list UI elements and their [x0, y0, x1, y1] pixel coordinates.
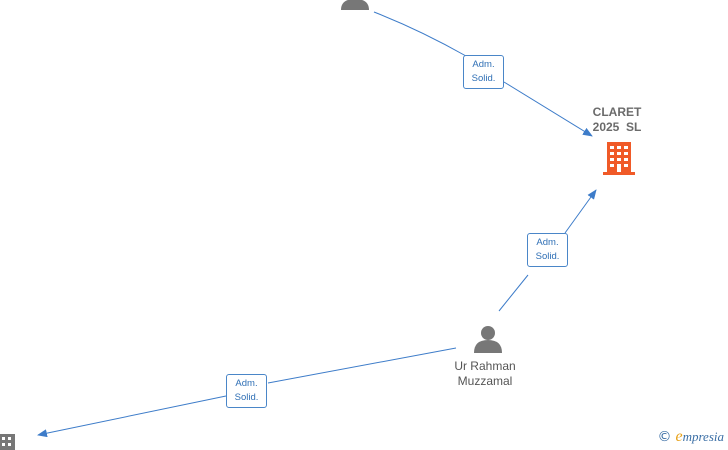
empresia-watermark: ©empresia: [657, 428, 724, 446]
edge-label-line1: Adm.: [536, 237, 559, 248]
edge-label-line1: Adm.: [235, 378, 258, 389]
edge-label-line1: Adm.: [472, 59, 495, 70]
person-icon[interactable]: [341, 0, 369, 10]
building-icon[interactable]: [603, 142, 635, 175]
edge-label-top[interactable]: Adm. Solid.: [463, 55, 504, 89]
edge-label-line2: Solid.: [471, 73, 496, 84]
person-name-label[interactable]: Ur Rahman Muzzamal: [440, 359, 530, 389]
edge-label-line2: Solid.: [535, 251, 560, 262]
building-icon[interactable]: [0, 434, 15, 450]
brand-initial: e: [675, 428, 683, 445]
company-name-line1: CLARET: [592, 105, 642, 119]
edge-person-to-bottom-company: [38, 347, 457, 435]
edge-person-to-company: [498, 190, 596, 312]
edge-label-right[interactable]: Adm. Solid.: [527, 233, 568, 267]
edge-top-person-to-company: [373, 11, 592, 136]
edge-label-line2: Solid.: [234, 392, 259, 403]
edge-label-left[interactable]: Adm. Solid.: [226, 374, 267, 408]
person-name-line1: Ur Rahman: [454, 359, 516, 373]
copyright-symbol: ©: [657, 429, 672, 445]
person-name-line2: Muzzamal: [457, 374, 513, 388]
company-name-label[interactable]: CLARET 2025 SL: [582, 105, 652, 135]
company-name-line2: 2025 SL: [592, 120, 642, 134]
person-icon[interactable]: [474, 326, 502, 353]
brand-name: mpresia: [682, 429, 724, 444]
